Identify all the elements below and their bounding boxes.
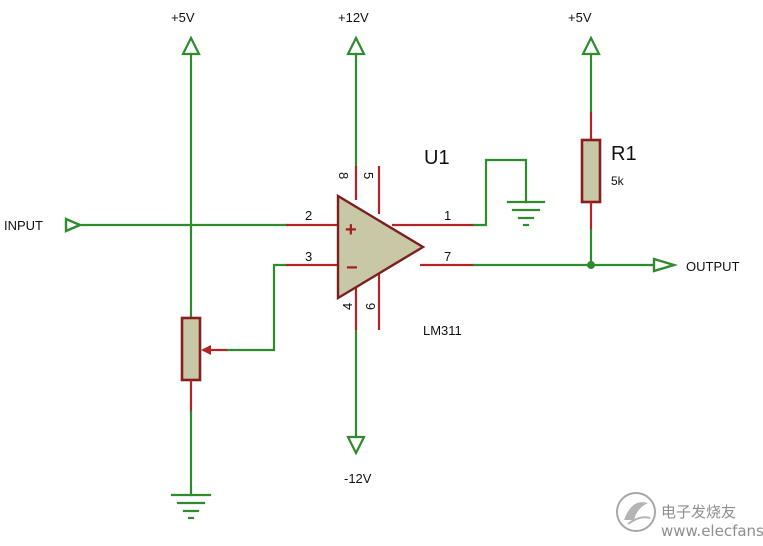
minus-sign: − <box>346 257 358 279</box>
label-left-plus5v: +5V <box>171 10 195 25</box>
supply-arrow-icon <box>581 35 601 56</box>
pin-6-label: 6 <box>363 303 378 310</box>
resistor-body <box>580 138 602 204</box>
supply-arrow-icon <box>181 35 201 56</box>
watermark: 电子发烧友 www.elecfans.com <box>616 492 763 540</box>
pin1-to-ground-wire <box>472 158 528 227</box>
minus12v-supply <box>346 328 366 456</box>
opamp-body <box>336 193 426 301</box>
input-port-icon <box>64 217 84 233</box>
junction-dot <box>587 261 595 269</box>
potentiometer <box>180 316 228 412</box>
watermark-url: www.elecfans.com <box>661 522 763 540</box>
label-r1: R1 <box>611 143 637 165</box>
label-r1-value: 5k <box>611 174 625 188</box>
plus-sign: + <box>345 219 357 241</box>
wiper-to-pin3-wire <box>226 263 288 352</box>
pin-5-label: 5 <box>361 172 376 179</box>
resistor-r1 <box>580 112 602 230</box>
plus12v-supply <box>346 35 366 168</box>
pin-8-label: 8 <box>336 172 351 179</box>
label-right-plus5v: +5V <box>568 10 592 25</box>
output-port <box>652 257 679 273</box>
input-port <box>64 217 288 233</box>
label-u1: U1 <box>424 147 450 169</box>
pin-3-label: 3 <box>305 249 312 264</box>
label-plus12v: +12V <box>338 10 369 25</box>
opamp-u1: + − <box>286 166 474 330</box>
left-5v-supply <box>181 35 201 320</box>
label-input: INPUT <box>4 218 43 233</box>
right-5v-supply <box>581 35 601 114</box>
pin-1-label: 1 <box>444 208 451 223</box>
ground-right <box>506 200 546 227</box>
label-lm311: LM311 <box>423 323 462 338</box>
watermark-text: 电子发烧友 <box>661 503 736 521</box>
supply-arrow-down-icon <box>346 435 366 456</box>
ground-left <box>170 493 212 520</box>
watermark-logo-icon <box>616 492 656 532</box>
pin-4-label: 4 <box>340 303 355 310</box>
label-output: OUTPUT <box>686 259 740 274</box>
pin-2-label: 2 <box>305 208 312 223</box>
potentiometer-body <box>180 316 202 382</box>
pin-7-label: 7 <box>444 249 451 264</box>
label-minus12v: -12V <box>344 471 372 486</box>
output-port-icon <box>652 257 679 273</box>
wiper-arrow-icon <box>201 345 211 355</box>
supply-arrow-icon <box>346 35 366 56</box>
